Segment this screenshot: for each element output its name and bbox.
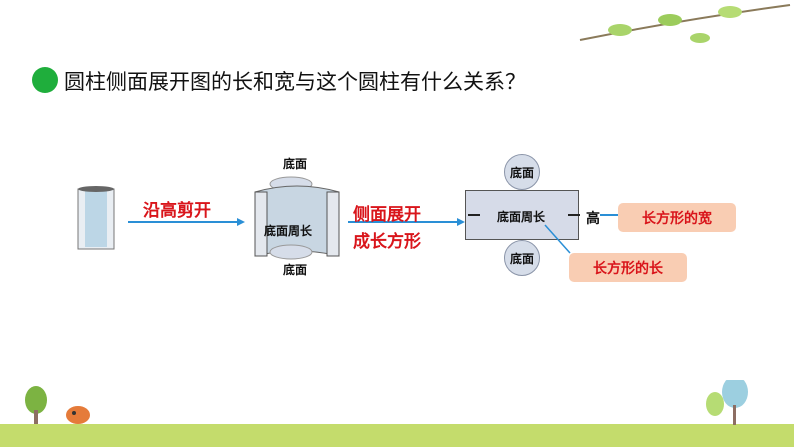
rect-lines	[468, 214, 618, 254]
step-unfold-label-2: 成长方形	[353, 232, 421, 252]
rect-bottom-circle: 底面	[504, 240, 540, 276]
length-label: 长方形的长	[569, 253, 687, 282]
rect-top-label: 底面	[509, 165, 534, 180]
unfolded-rectangle	[465, 190, 579, 240]
step-cut-label: 沿高剪开	[143, 201, 211, 221]
rect-height-label: 高	[586, 211, 600, 227]
bullet-icon	[32, 67, 58, 93]
grass-decoration	[0, 424, 794, 447]
arrow-1	[128, 218, 245, 226]
ground-decoration	[25, 380, 748, 425]
cyl-bottom-label: 底面	[283, 263, 308, 277]
rect-top-circle: 底面	[504, 154, 540, 190]
rect-bottom-label: 底面	[509, 251, 534, 266]
question-title: 圆柱侧面展开图的长和宽与这个圆柱有什么关系？	[64, 70, 526, 94]
cylinder-image	[77, 186, 115, 250]
branch-decoration	[579, 4, 791, 43]
width-label: 长方形的宽	[618, 203, 736, 232]
rect-middle-label: 底面周长	[497, 210, 546, 224]
opened-cylinder-image	[254, 176, 340, 260]
arrow-2	[348, 218, 465, 226]
step-unfold-label-1: 侧面展开	[353, 205, 421, 225]
cyl-middle-label: 底面周长	[264, 224, 313, 238]
cyl-top-label: 底面	[283, 157, 308, 171]
